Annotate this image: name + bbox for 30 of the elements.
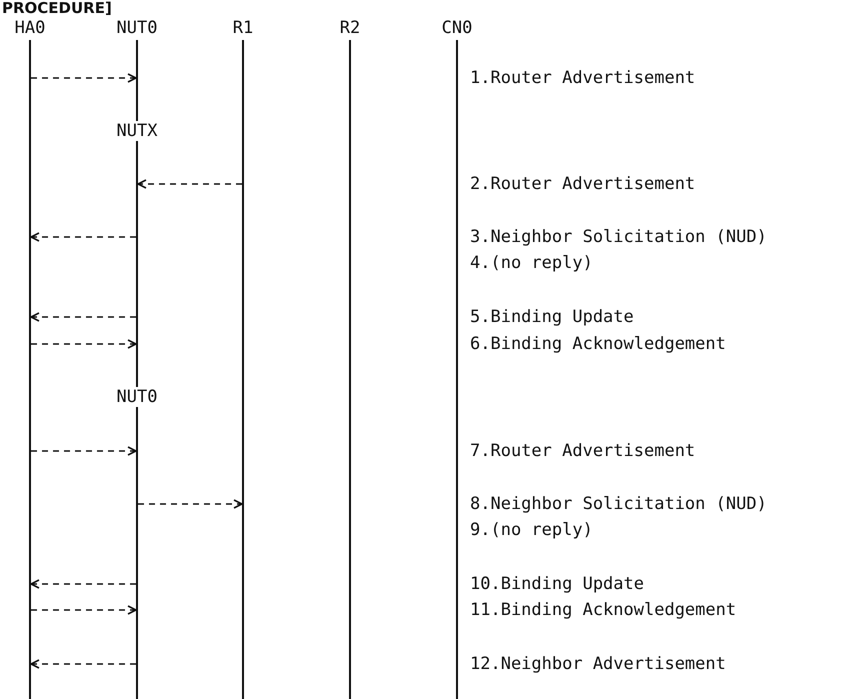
message-arrow — [30, 659, 136, 669]
message-arrow — [31, 339, 137, 349]
message-note: 1.Router Advertisement — [470, 68, 696, 88]
message-note: 7.Router Advertisement — [470, 441, 696, 461]
participant-label: R2 — [338, 18, 362, 38]
participant-label: CN0 — [440, 18, 474, 38]
state-label: NUT0 — [114, 387, 160, 407]
state-label: NUTX — [114, 121, 160, 141]
message-note: 4.(no reply) — [470, 253, 593, 273]
message-note: 11.Binding Acknowledgement — [470, 600, 736, 620]
message-arrow — [30, 579, 136, 589]
participant-label: NUT0 — [116, 18, 158, 38]
message-arrow — [31, 605, 137, 615]
message-note: 3.Neighbor Solicitation (NUD) — [470, 227, 767, 247]
message-note: 10.Binding Update — [470, 574, 644, 594]
message-note: 12.Neighbor Advertisement — [470, 654, 726, 674]
participant-label: R1 — [232, 18, 254, 38]
message-arrow — [30, 232, 136, 242]
message-arrow — [31, 73, 137, 83]
message-note: 2.Router Advertisement — [470, 174, 696, 194]
title: PROCEDURE] — [2, 0, 112, 17]
message-arrow — [31, 446, 137, 456]
message-note: 8.Neighbor Solicitation (NUD) — [470, 494, 767, 514]
message-note: 5.Binding Update — [470, 307, 634, 327]
message-arrow — [30, 312, 136, 322]
message-note: 6.Binding Acknowledgement — [470, 334, 726, 354]
message-arrow — [137, 179, 242, 189]
message-note: 9.(no reply) — [470, 520, 593, 540]
message-arrow — [138, 499, 243, 509]
participant-label: HA0 — [14, 18, 46, 38]
